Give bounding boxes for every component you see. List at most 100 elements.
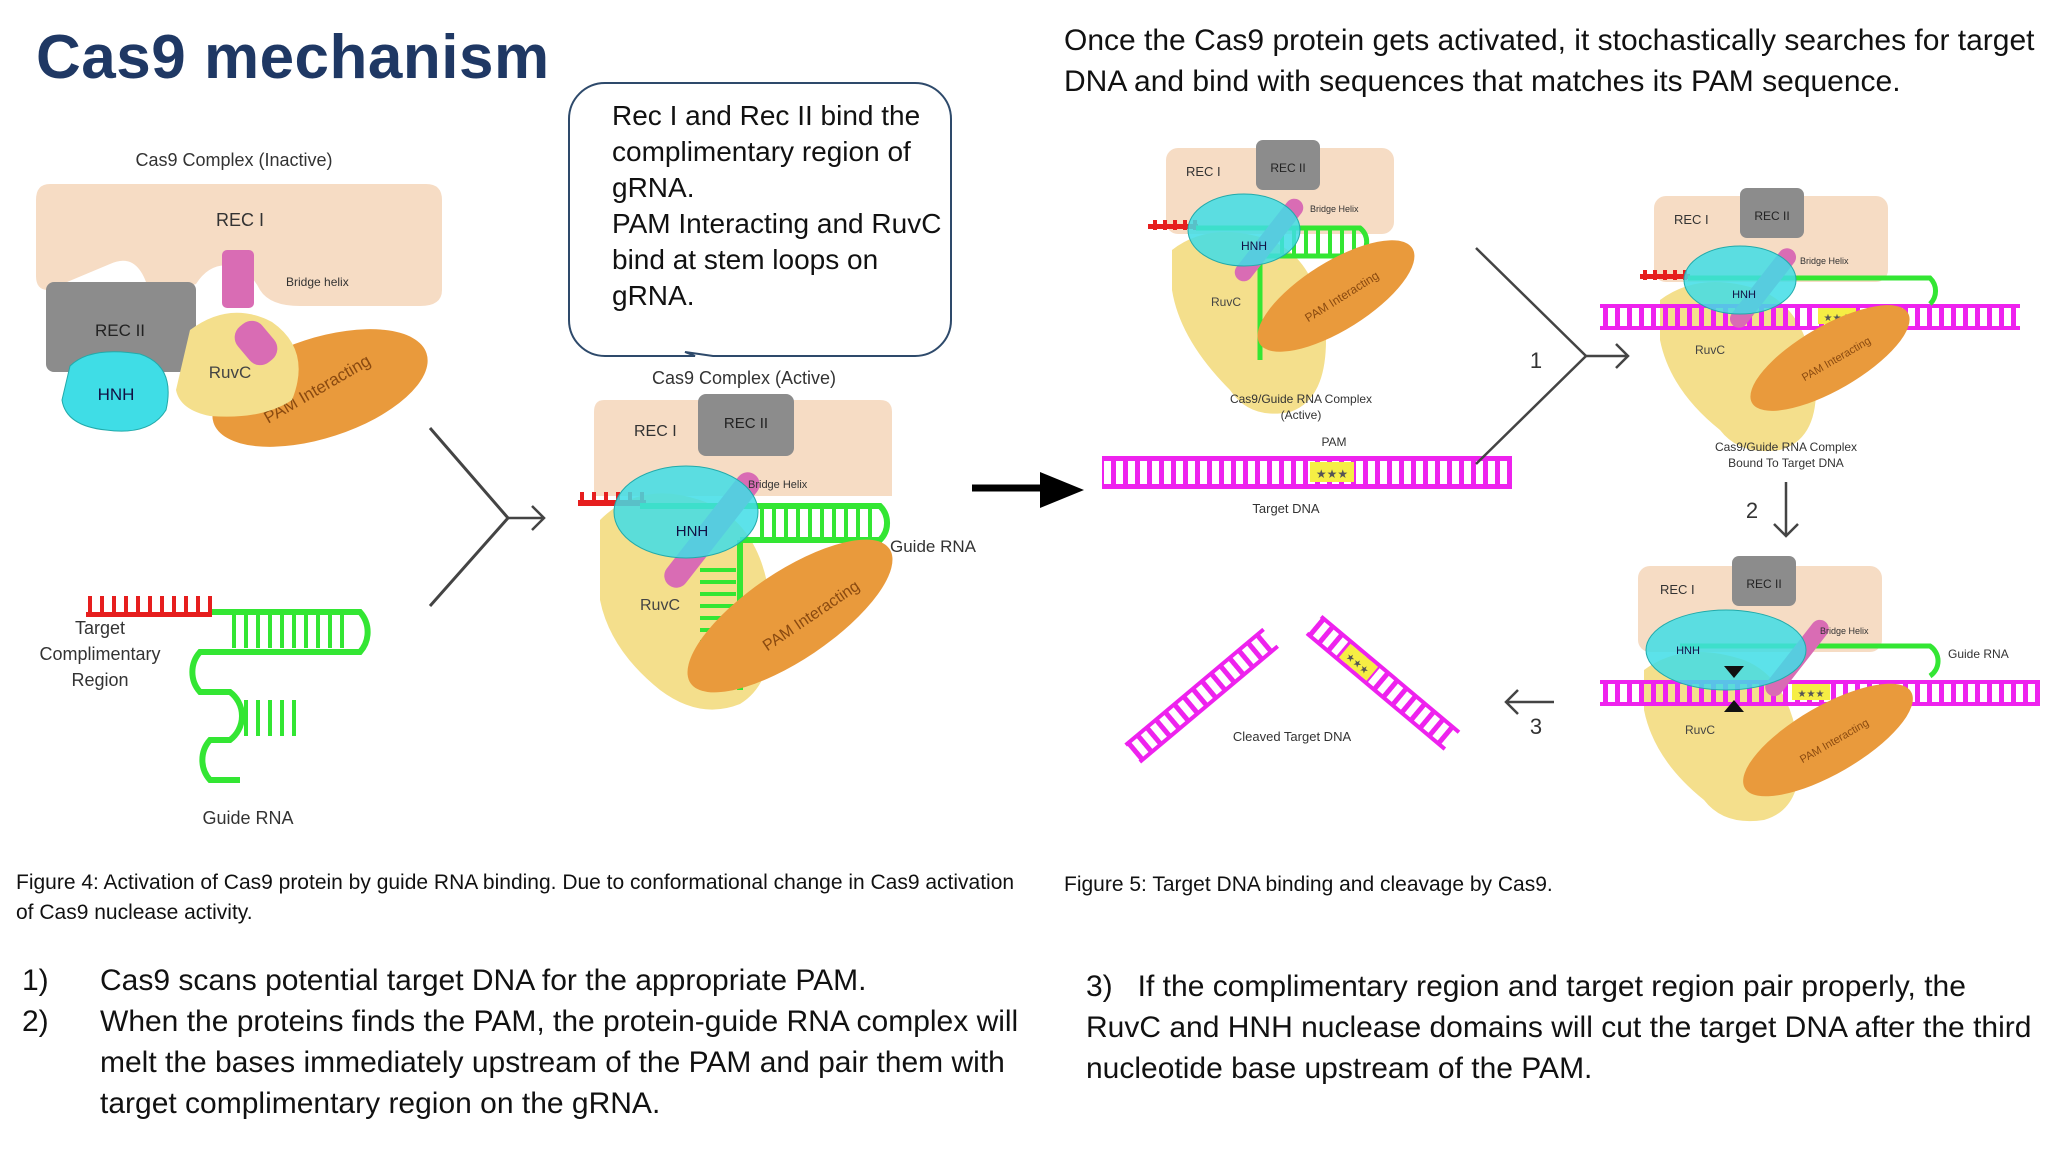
converge-lines [428,427,510,607]
f5-arrow-1 [1586,343,1630,369]
f5-c3-guide-label: Guide RNA [1948,647,2009,661]
rec2-label-inactive: REC II [95,321,145,340]
f5-c2-dna-rungs [1600,306,2020,328]
f5-pam-label: PAM [1321,435,1346,449]
guide-rna-stem2 [236,700,296,736]
f5-c2-title-line1: Cas9/Guide RNA Complex [1715,440,1857,454]
inactive-title: Cas9 Complex (Inactive) [135,150,332,170]
guide-rna-backbone [189,609,371,783]
step-3-text: 3) If the complimentary region and targe… [1086,970,2040,1085]
f5-c3-pam-stars [1792,684,1830,700]
bridge-helix-inactive [222,250,254,308]
f5-step3-label: 3 [1530,714,1542,739]
f5-cleaved-fragment-left [1124,627,1279,764]
f5-c1-title-line1: Cas9/Guide RNA Complex [1230,392,1372,406]
f5-c3-pam-interacting [1743,683,1913,797]
f5-c2-dna-bottom [1600,326,2020,330]
f5-c2-hnh [1683,245,1797,315]
target-region-backbone [86,612,212,617]
step-1-text: Cas9 scans potential target DNA for the … [100,964,867,997]
f5-c2-rec1-label: REC I [1674,212,1709,227]
step-1-num: 1) [22,964,49,997]
steps-left: 1) Cas9 scans potential target DNA for th… [18,960,1028,1124]
step-2-num: 2) [22,1005,49,1038]
bridge-helix-label-inactive: Bridge helix [286,275,349,289]
hnh-label-active: HNH [676,523,709,540]
f5-c1-ruvc [1172,232,1326,414]
step-1: 1) Cas9 scans potential target DNA for th… [18,960,1028,1001]
rec2-active [698,394,794,456]
slide-title: Cas9 mechanism [36,23,550,92]
big-arrow-head [1040,472,1084,508]
f5-c3-pam-stars-glyph: ★★★ [1798,689,1825,700]
figure5-caption: Figure 5: Target DNA binding and cleavag… [1064,873,1553,896]
f5-c2-title-line2: Bound To Target DNA [1728,456,1844,470]
target-complimentary-region [86,596,212,612]
f5-c3-rec2-label: REC II [1746,577,1781,591]
step-2: 2)When the proteins finds the PAM, the p… [18,1001,1028,1124]
target-label-line2: Complimentary [39,644,160,664]
guide-rna-stem1 [226,614,346,648]
f5-c2-ruvc-label: RuvC [1695,343,1725,357]
f5-target-dna-rungs [1102,460,1512,486]
ruvc-label-active: RuvC [640,597,680,614]
f5-c3-hnh-label: HNH [1676,645,1700,657]
f5-c3-cut-marker-top [1724,666,1744,678]
f5-c3-dna-top [1600,680,2040,684]
f5-c1-rec1-label: REC I [1186,164,1221,179]
pam-interacting-active [687,539,893,693]
f5-c3-ruvc-label: RuvC [1685,723,1715,737]
intro-text: Once the Cas9 protein gets activated, it… [1064,24,2035,98]
f5-c1-hnh-label: HNH [1241,239,1267,253]
figure4-diagram: Cas9 Complex (Inactive) REC I REC II PAM… [36,150,1060,828]
f5-c1-ruvc-label: RuvC [1211,295,1241,309]
f5-c2-rec2 [1740,188,1804,238]
rec1-lobe-inactive [36,184,442,306]
f5-target-dna-label: Target DNA [1252,501,1320,516]
f5-c1-bridge-label: Bridge Helix [1310,204,1359,214]
f5-c1-title-line2: (Active) [1281,408,1322,422]
f5-c2-guide-backbone [1688,275,1938,306]
f5-pam-stars [1310,462,1354,482]
f5-c3-hnh [1645,609,1807,691]
hnh-active [613,465,759,559]
rec1-label-active: REC I [634,423,677,440]
f5-c2-dna-top [1600,304,2020,308]
f5-c3-guide-backbone [1680,643,1941,679]
target-label-line3: Region [71,670,128,690]
hnh-inactive [61,351,169,432]
f5-c2-hnh-label: HNH [1732,289,1756,301]
hnh-label-inactive: HNH [98,385,135,404]
f5-c3-cut-marker-bottom [1724,700,1744,712]
ruvc-label-inactive: RuvC [209,363,252,382]
target-label-line1: Target [75,618,125,638]
f5-cleaved-fragment-right: ★★★ [1305,614,1461,751]
f5-pam-stars-glyph: ★★★ [1316,467,1348,481]
f5-c2-bridge-label: Bridge Helix [1800,256,1849,266]
callout-text: Rec I and Rec II bind the complimentary … [612,100,942,311]
rec2-label-active: REC II [724,415,768,432]
bridge-helix-label-active: Bridge Helix [748,479,808,491]
active-title: Cas9 Complex (Active) [652,368,836,388]
steps-left-list: 1) Cas9 scans potential target DNA for th… [18,960,1028,1124]
f5-c1-rec2-label: REC II [1270,161,1305,175]
guide-rna-label-free: Guide RNA [202,808,293,828]
f5-c1-hnh [1187,193,1301,267]
f5-c3-rec1-label: REC I [1660,582,1695,597]
f5-step1-label: 1 [1530,348,1542,373]
f5-c2-rec2-label: REC II [1754,209,1789,223]
guide-rna-active-stem [760,508,872,538]
target-region-active-backbone [578,500,646,506]
f5-c1-pam-interacting [1257,240,1415,352]
f5-c3-bridge-label: Bridge Helix [1820,626,1869,636]
f5-target-dna-bottom [1102,484,1512,489]
f5-c1-target-backbone [1148,224,1198,229]
guide-rna-label-active: Guide RNA [890,537,977,556]
bridge-helix-inactive-b [234,320,278,366]
figure5-diagram: REC I REC II RuvC PAM Interacting Bridge… [1102,140,2040,822]
f5-c3-dna-bottom [1600,702,2040,706]
f5-c2-target-backbone [1640,274,1690,279]
rec2-inactive [46,282,196,372]
f5-target-dna-top [1102,456,1512,461]
f5-c2-pam-stars-glyph: ★★★ [1824,313,1851,324]
